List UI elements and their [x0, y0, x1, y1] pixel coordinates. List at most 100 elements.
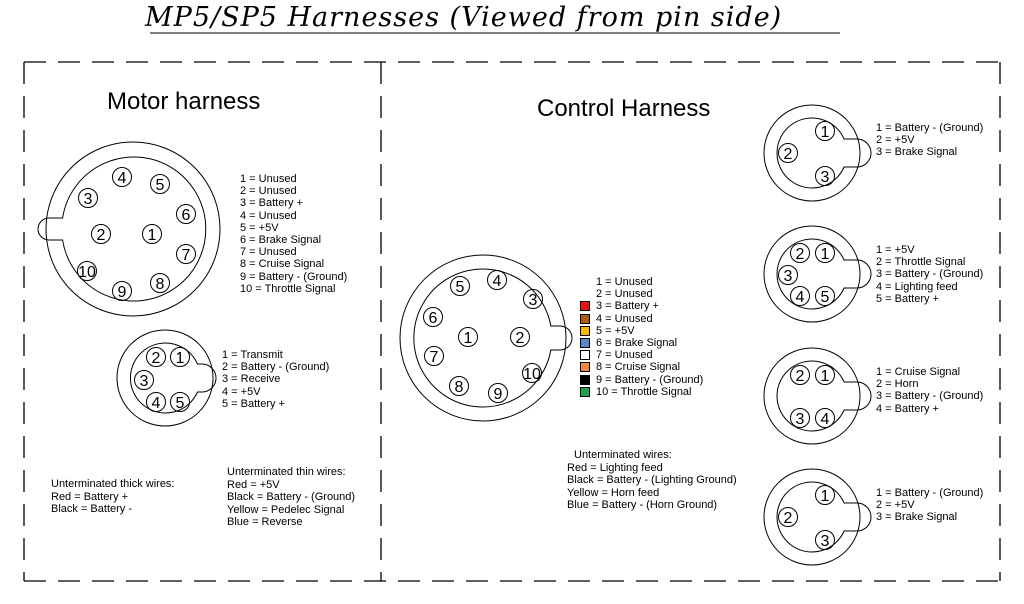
pin-circle	[134, 370, 154, 390]
wire-color-swatch	[580, 362, 590, 373]
legend-entry: 2 = Unused	[596, 288, 653, 301]
pin-circle	[778, 507, 798, 527]
legend-entry: 2 = Throttle Signal	[876, 256, 966, 269]
pin-number: 1	[821, 124, 830, 141]
pin-number: 4	[796, 289, 805, 306]
pin-circle	[150, 273, 170, 293]
legend-entry: 9 = Battery - (Ground)	[240, 270, 348, 283]
motor-main-connector	[37, 141, 221, 317]
wire-color-swatch	[580, 386, 590, 397]
legend-entry: 2 = +5V	[876, 499, 915, 512]
pin-circle	[170, 392, 190, 412]
legend-entry: 3 = Battery +	[596, 300, 659, 313]
pin-number: 2	[97, 227, 106, 244]
pin-number: 7	[182, 247, 191, 264]
motor-heading: Motor harness	[107, 88, 261, 115]
pin-circle	[424, 346, 444, 366]
pin-number: 10	[523, 366, 541, 383]
pin-number: 3	[821, 169, 830, 186]
wire-color-swatch	[580, 325, 590, 336]
pin-circle	[170, 347, 190, 367]
legend-entry: 3 = Receive	[222, 373, 281, 386]
pin-number: 9	[494, 386, 503, 403]
pin-circle	[176, 244, 196, 264]
pin-number: 5	[456, 279, 465, 296]
pin-circle	[146, 392, 166, 412]
legend-entry: 1 = Battery - (Ground)	[876, 487, 984, 499]
thin-wire-item: Red = +5V	[227, 478, 280, 491]
pin-number: 1	[464, 330, 473, 347]
legend-entry: 5 = Battery +	[876, 292, 939, 305]
pin-number: 2	[784, 146, 793, 163]
control-wire-item: Red = Lighting feed	[567, 461, 663, 474]
pin-circle	[815, 243, 835, 263]
pin-circle	[790, 243, 810, 263]
control-wires-note: Unterminated wires: Red = Lighting feed …	[567, 449, 737, 512]
legend-entry: 5 = +5V	[240, 221, 279, 234]
pin-circle	[523, 289, 543, 309]
legend-entry: 6 = Brake Signal	[596, 336, 678, 349]
pin-circle	[146, 347, 166, 367]
pin-circle	[815, 121, 835, 141]
legend-entry: 5 = +5V	[596, 324, 635, 337]
thin-wire-item: Yellow = Pedelec Signal	[227, 503, 345, 516]
thin-wire-item: Blue = Reverse	[227, 516, 303, 529]
legend-entry: 6 = Brake Signal	[240, 233, 322, 246]
pin-number: 2	[784, 510, 793, 527]
pin-number: 5	[821, 289, 830, 306]
legend-entry: 3 = Battery - (Ground)	[876, 268, 984, 281]
legend-entry: 4 = Unused	[596, 312, 653, 325]
legend-entry: 1 = Unused	[596, 276, 653, 288]
legend-entry: 2 = Unused	[240, 185, 297, 198]
control-connector-4: 123	[763, 468, 872, 566]
pin-number: 5	[156, 177, 165, 194]
pin-circle	[423, 307, 443, 327]
pin-number: 4	[493, 273, 502, 290]
pin-number: 6	[182, 207, 191, 224]
pin-number: 10	[78, 264, 96, 281]
legend-entry: 2 = Horn	[876, 378, 919, 391]
pin-number: 4	[152, 395, 161, 412]
pin-number: 3	[140, 373, 149, 390]
pin-number: 1	[821, 246, 830, 263]
pin-number: 1	[821, 488, 830, 505]
frame-borders	[23, 61, 1001, 582]
legend-entry: 1 = Transmit	[222, 349, 283, 361]
legend-entry: 4 = Lighting feed	[876, 280, 958, 293]
pin-number: 4	[118, 170, 127, 187]
legend-entry: 10 = Throttle Signal	[240, 282, 336, 295]
pin-number: 1	[821, 368, 830, 385]
pin-number: 6	[429, 310, 438, 327]
thick-wire-item: Red = Battery +	[51, 490, 129, 503]
pin-number: 8	[455, 379, 464, 396]
pin-number: 2	[516, 330, 525, 347]
pin-number: 2	[152, 350, 161, 367]
pin-circle	[458, 327, 478, 347]
wire-color-swatch	[580, 374, 590, 385]
legend-entry: 3 = Brake Signal	[876, 511, 958, 524]
thick-wires-title: Unterminated thick wires:	[51, 478, 175, 490]
pin-circle	[487, 270, 507, 290]
legend-entry: 3 = Brake Signal	[876, 146, 958, 159]
control-heading: Control Harness	[537, 95, 711, 122]
thick-wires-note: Unterminated thick wires: Red = Battery …	[51, 478, 175, 516]
pin-circle	[510, 327, 530, 347]
thick-wire-item: Black = Battery -	[51, 503, 133, 516]
pin-circle	[790, 286, 810, 306]
legend-entry: 4 = Battery +	[876, 402, 939, 415]
pin-number: 2	[796, 368, 805, 385]
pin-circle	[112, 281, 132, 301]
pin-circle	[815, 530, 835, 550]
pin-circle	[91, 224, 111, 244]
pin-circle	[815, 408, 835, 428]
legend-entry: 3 = Battery - (Ground)	[876, 390, 984, 403]
pin-circle	[778, 143, 798, 163]
pin-number: 3	[796, 411, 805, 428]
legend-entry: 1 = +5V	[876, 244, 915, 256]
